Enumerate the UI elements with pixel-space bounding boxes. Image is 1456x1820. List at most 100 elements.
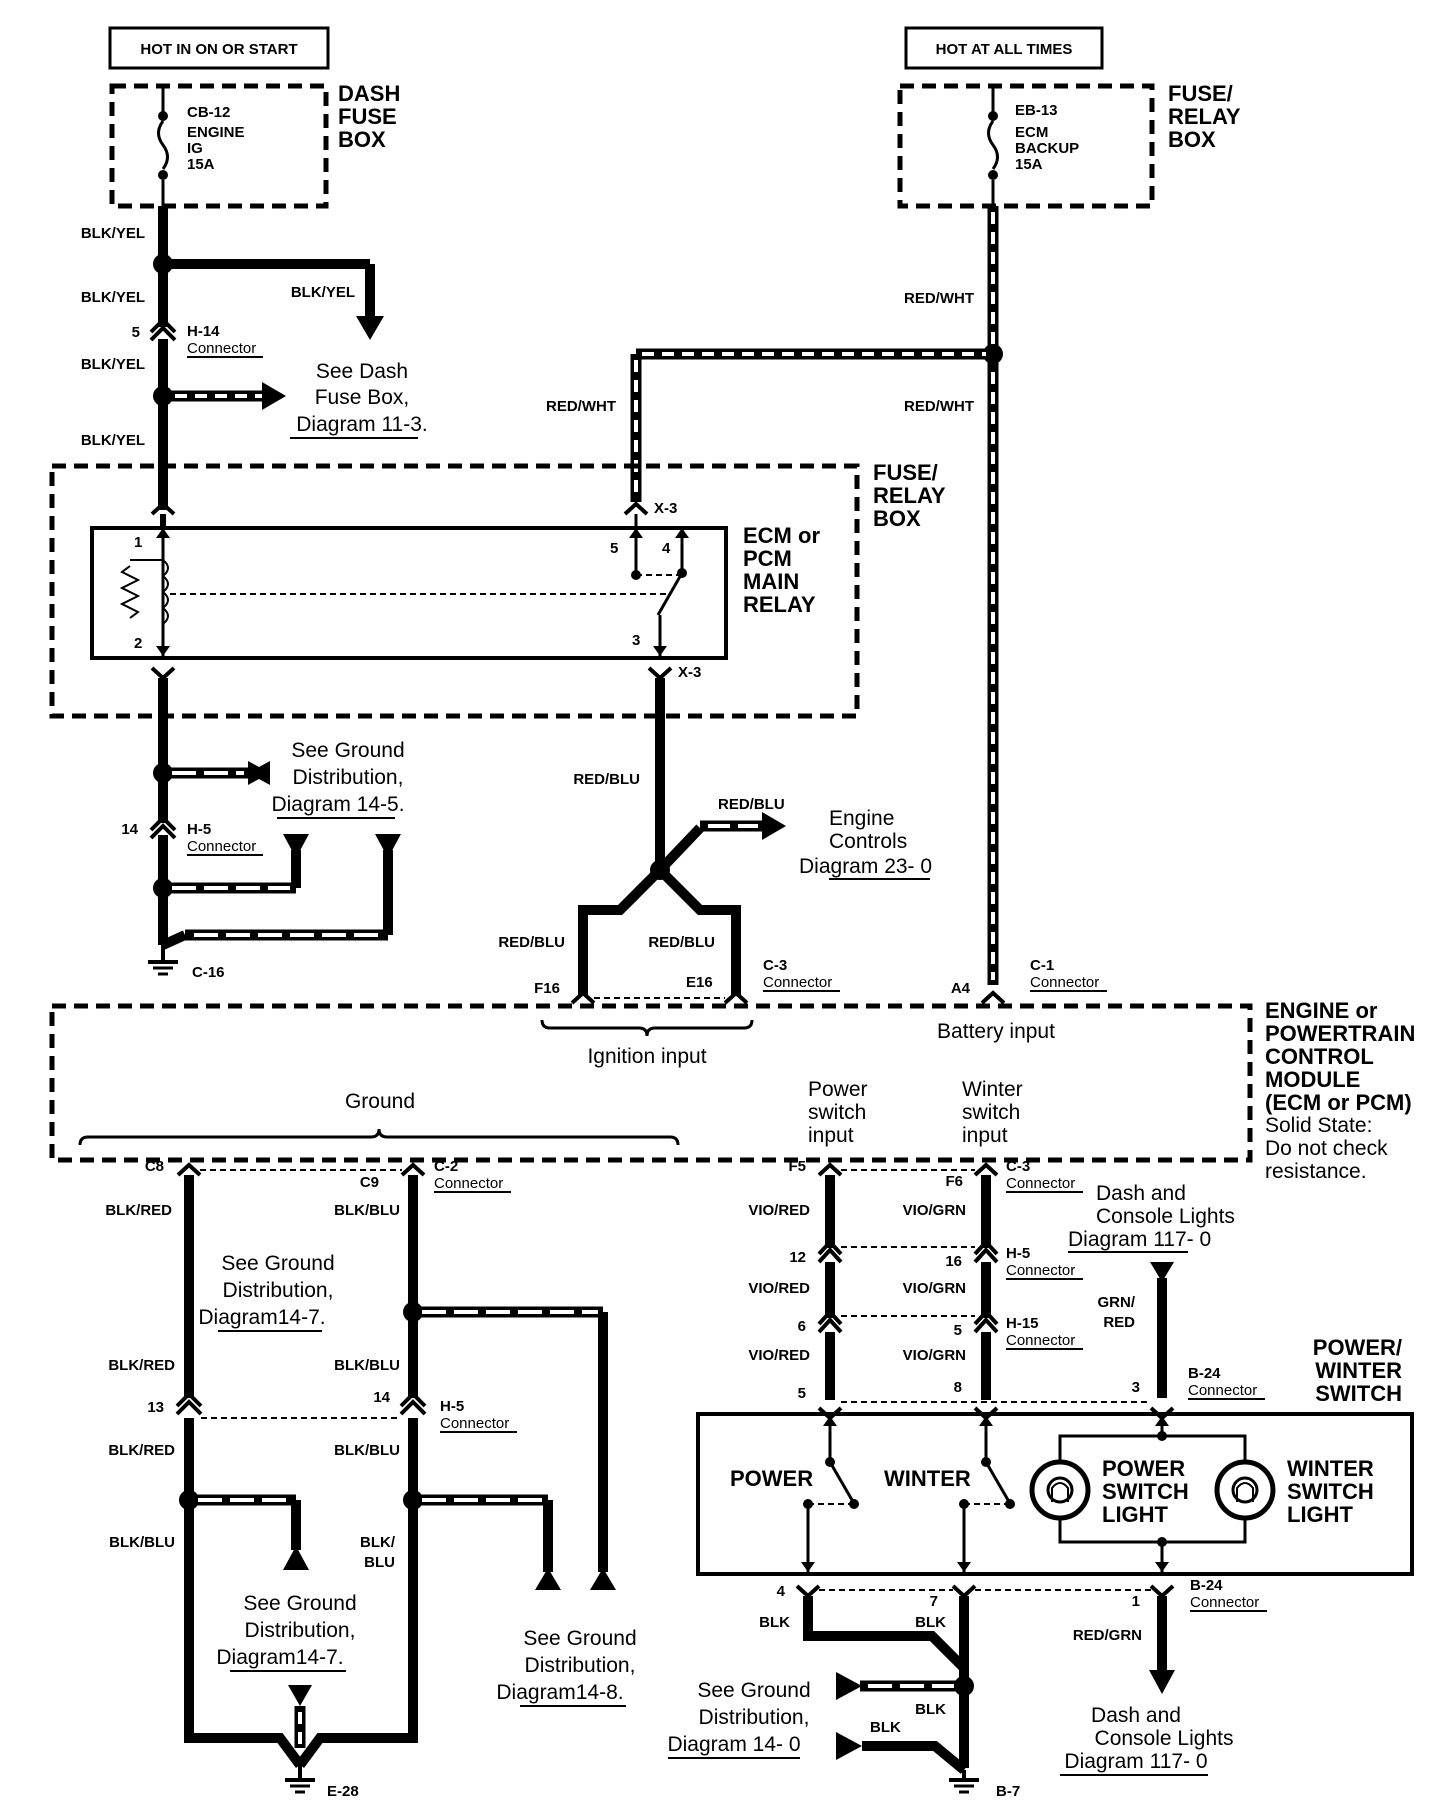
svg-text:BLK/BLU: BLK/BLU xyxy=(109,1534,175,1551)
svg-text:Console Lights: Console Lights xyxy=(1096,1205,1235,1228)
svg-text:16: 16 xyxy=(945,1253,962,1270)
svg-text:BLU: BLU xyxy=(364,1554,395,1571)
svg-text:DASH: DASH xyxy=(338,81,400,106)
svg-text:POWER: POWER xyxy=(1102,1456,1185,1481)
wire-red-wht: RED/WHT RED/WHT RED/WHT xyxy=(546,206,1003,985)
ref-dash-fuse-box: See Dash Fuse Box, Diagram 11-3. xyxy=(153,360,428,439)
svg-text:H-15: H-15 xyxy=(1006,1315,1039,1332)
svg-text:H-5: H-5 xyxy=(187,821,211,838)
svg-text:MAIN: MAIN xyxy=(743,569,799,594)
svg-text:FUSE/: FUSE/ xyxy=(873,460,938,485)
svg-text:POWER: POWER xyxy=(730,1466,813,1491)
svg-text:15A: 15A xyxy=(187,156,215,173)
svg-text:Ground: Ground xyxy=(345,1090,415,1113)
svg-text:BOX: BOX xyxy=(873,506,921,531)
svg-text:Power: Power xyxy=(808,1078,868,1101)
svg-text:Connector: Connector xyxy=(1006,1262,1075,1279)
svg-text:1: 1 xyxy=(134,534,142,551)
svg-text:Battery input: Battery input xyxy=(937,1020,1055,1043)
svg-text:C9: C9 xyxy=(360,1174,379,1191)
svg-text:Connector: Connector xyxy=(1190,1594,1259,1611)
svg-text:Console Lights: Console Lights xyxy=(1095,1727,1234,1750)
svg-text:MODULE: MODULE xyxy=(1265,1067,1360,1092)
svg-text:VIO/RED: VIO/RED xyxy=(748,1202,810,1219)
svg-text:switch: switch xyxy=(962,1101,1020,1124)
svg-text:Connector: Connector xyxy=(434,1175,503,1192)
ecm-pcm-module: Ignition input Battery input Ground Powe… xyxy=(49,998,1415,1183)
svg-text:4: 4 xyxy=(662,540,671,557)
svg-text:CONTROL: CONTROL xyxy=(1265,1044,1374,1069)
svg-text:Diagram14-7.: Diagram14-7. xyxy=(216,1646,343,1669)
svg-text:Connector: Connector xyxy=(187,340,256,357)
svg-text:Connector: Connector xyxy=(1188,1382,1257,1399)
svg-text:RED/WHT: RED/WHT xyxy=(904,398,974,415)
svg-text:LIGHT: LIGHT xyxy=(1102,1502,1169,1527)
svg-text:12: 12 xyxy=(789,1249,806,1266)
svg-text:SWITCH: SWITCH xyxy=(1102,1479,1189,1504)
svg-text:BLK/YEL: BLK/YEL xyxy=(291,284,355,301)
connector-h14: 5 H-14 Connector xyxy=(132,317,263,358)
svg-text:Distribution,: Distribution, xyxy=(293,766,404,789)
svg-text:WINTER: WINTER xyxy=(1287,1456,1374,1481)
svg-text:RELAY: RELAY xyxy=(1168,104,1241,129)
svg-text:resistance.: resistance. xyxy=(1265,1160,1367,1183)
svg-text:See Ground: See Ground xyxy=(221,1252,334,1275)
svg-text:Diagram14-7.: Diagram14-7. xyxy=(198,1306,325,1329)
svg-text:BLK/RED: BLK/RED xyxy=(108,1357,175,1374)
svg-text:Connector: Connector xyxy=(440,1415,509,1432)
svg-text:8: 8 xyxy=(954,1379,962,1396)
svg-text:HOT IN ON OR START: HOT IN ON OR START xyxy=(140,41,297,58)
svg-text:POWERTRAIN: POWERTRAIN xyxy=(1265,1021,1415,1046)
svg-text:6: 6 xyxy=(798,1318,806,1335)
svg-text:14: 14 xyxy=(121,821,138,838)
svg-text:F16: F16 xyxy=(534,980,560,997)
svg-text:See Dash: See Dash xyxy=(316,360,408,383)
svg-text:RED/BLU: RED/BLU xyxy=(718,796,785,813)
connector-x3-top: X-3 xyxy=(150,500,677,517)
svg-text:Diagram 11-3.: Diagram 11-3. xyxy=(296,413,428,436)
switch-inputs: F5 F6 C-3 Connector VIO/RED VIO/GRN 12 1… xyxy=(748,1158,1175,1421)
svg-text:C-2: C-2 xyxy=(434,1158,458,1175)
svg-text:C-3: C-3 xyxy=(763,957,787,974)
svg-text:BLK: BLK xyxy=(759,1614,790,1631)
svg-text:RED/BLU: RED/BLU xyxy=(498,934,565,951)
svg-text:Distribution,: Distribution, xyxy=(245,1619,356,1642)
connector-x3-bottom: X-3 xyxy=(150,664,701,681)
svg-text:Controls: Controls xyxy=(829,830,907,853)
power-switch-light-bulb-icon xyxy=(1029,1459,1091,1521)
svg-text:See Ground: See Ground xyxy=(523,1627,636,1650)
svg-text:ENGINE or: ENGINE or xyxy=(1265,998,1378,1023)
svg-text:B-24: B-24 xyxy=(1188,1365,1221,1382)
ref-dash-console-top: Dash and Console Lights Diagram 117- 0 G… xyxy=(1068,1182,1265,1400)
svg-text:3: 3 xyxy=(1132,1379,1140,1396)
main-relay: 1 2 5 4 3 ECM or PCM MAIN RELAY xyxy=(90,514,820,660)
svg-text:RELAY: RELAY xyxy=(873,483,946,508)
fuse-relay-box-top: EB-13 ECM BACKUP 15A FUSE/ RELAY BOX xyxy=(897,81,1241,209)
svg-text:Do not check: Do not check xyxy=(1265,1137,1388,1160)
svg-text:Winter: Winter xyxy=(962,1078,1023,1101)
svg-text:BLK/BLU: BLK/BLU xyxy=(334,1202,400,1219)
svg-text:X-3: X-3 xyxy=(654,500,677,517)
svg-text:4: 4 xyxy=(777,1583,786,1600)
svg-text:BLK/BLU: BLK/BLU xyxy=(334,1357,400,1374)
svg-text:Solid State:: Solid State: xyxy=(1265,1114,1372,1137)
fuse-relay-box-mid: FUSE/ RELAY BOX xyxy=(49,460,946,719)
svg-text:Diagram 23- 0: Diagram 23- 0 xyxy=(799,855,932,878)
svg-text:BLK: BLK xyxy=(870,1719,901,1736)
svg-text:VIO/GRN: VIO/GRN xyxy=(903,1202,966,1219)
svg-text:FUSE: FUSE xyxy=(338,104,397,129)
svg-text:B-7: B-7 xyxy=(996,1783,1020,1800)
header-right: HOT AT ALL TIMES xyxy=(904,26,1104,70)
svg-text:RED/WHT: RED/WHT xyxy=(546,398,616,415)
svg-text:VIO/RED: VIO/RED xyxy=(748,1280,810,1297)
svg-text:H-14: H-14 xyxy=(187,323,220,340)
svg-text:3: 3 xyxy=(632,632,640,649)
svg-text:2: 2 xyxy=(134,635,142,652)
svg-text:RED: RED xyxy=(1103,1314,1135,1331)
svg-text:input: input xyxy=(962,1124,1008,1147)
svg-text:BLK/RED: BLK/RED xyxy=(105,1202,172,1219)
svg-text:BLK: BLK xyxy=(915,1701,946,1718)
svg-text:VIO/GRN: VIO/GRN xyxy=(903,1347,966,1364)
svg-text:GRN/: GRN/ xyxy=(1098,1294,1136,1311)
